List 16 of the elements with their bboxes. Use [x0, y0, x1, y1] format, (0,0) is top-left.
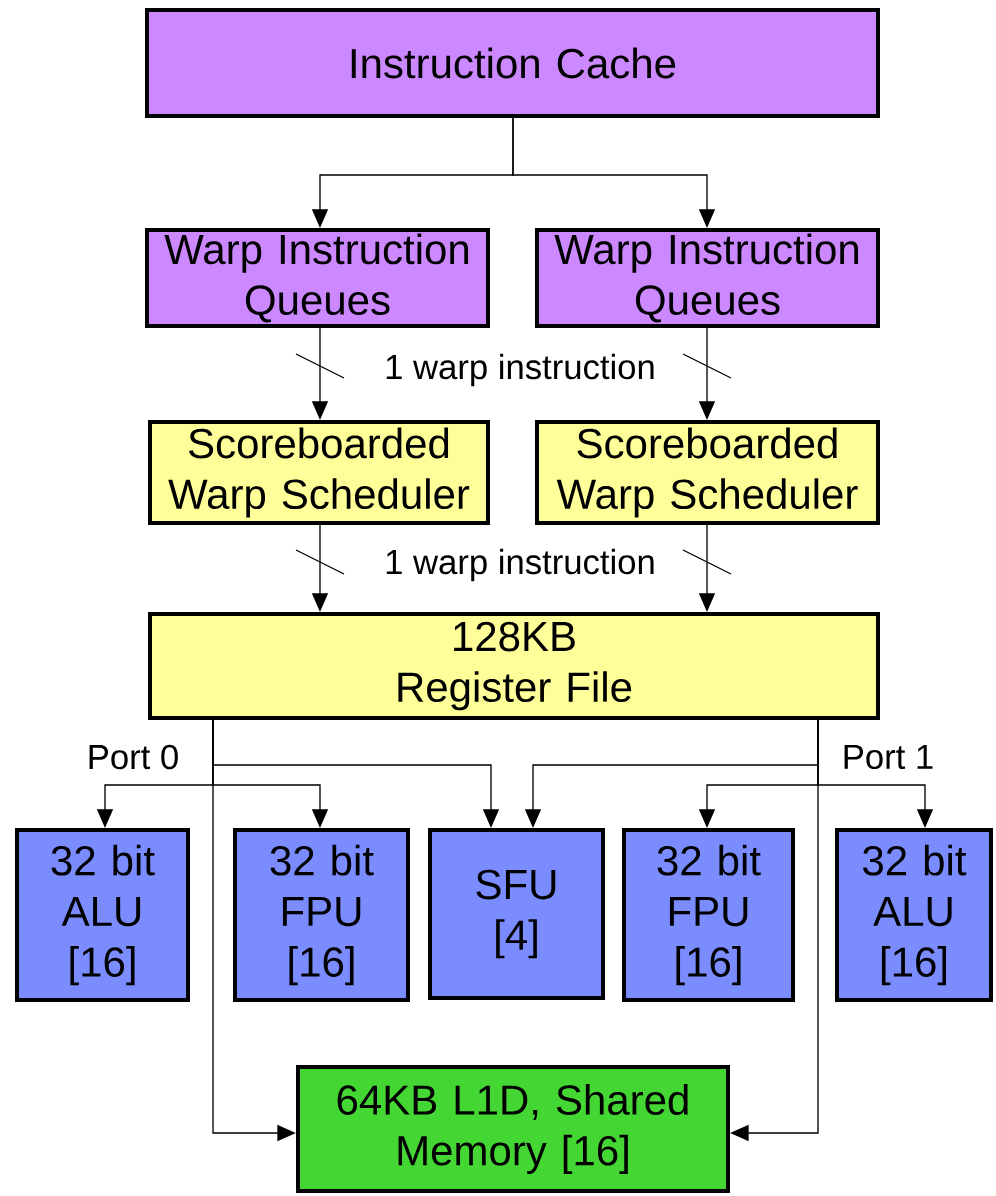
scheduler-box: Scoreboarded Warp Scheduler [148, 420, 490, 525]
queue-box: Warp Instruction Queues [145, 228, 490, 328]
unit-box: 32 bit FPU [16] [622, 828, 795, 1002]
cache-box: Instruction Cache [145, 8, 880, 118]
queue-box: Warp Instruction Queues [535, 228, 880, 328]
unit-box: 32 bit FPU [16] [233, 828, 410, 1002]
bus-label: 1 warp instruction [386, 353, 654, 387]
port-label: Port 0 [89, 744, 178, 770]
unit-box: 32 bit ALU [16] [835, 828, 993, 1002]
port-label: Port 1 [844, 744, 933, 770]
unit-box: 32 bit ALU [16] [15, 828, 190, 1002]
memory-box: 64KB L1D, Shared Memory [16] [296, 1065, 730, 1193]
unit-box: SFU [4] [428, 828, 605, 1000]
bus-label: 1 warp instruction [386, 548, 654, 582]
register-file-box: 128KB Register File [148, 612, 880, 720]
scheduler-box: Scoreboarded Warp Scheduler [535, 420, 880, 525]
